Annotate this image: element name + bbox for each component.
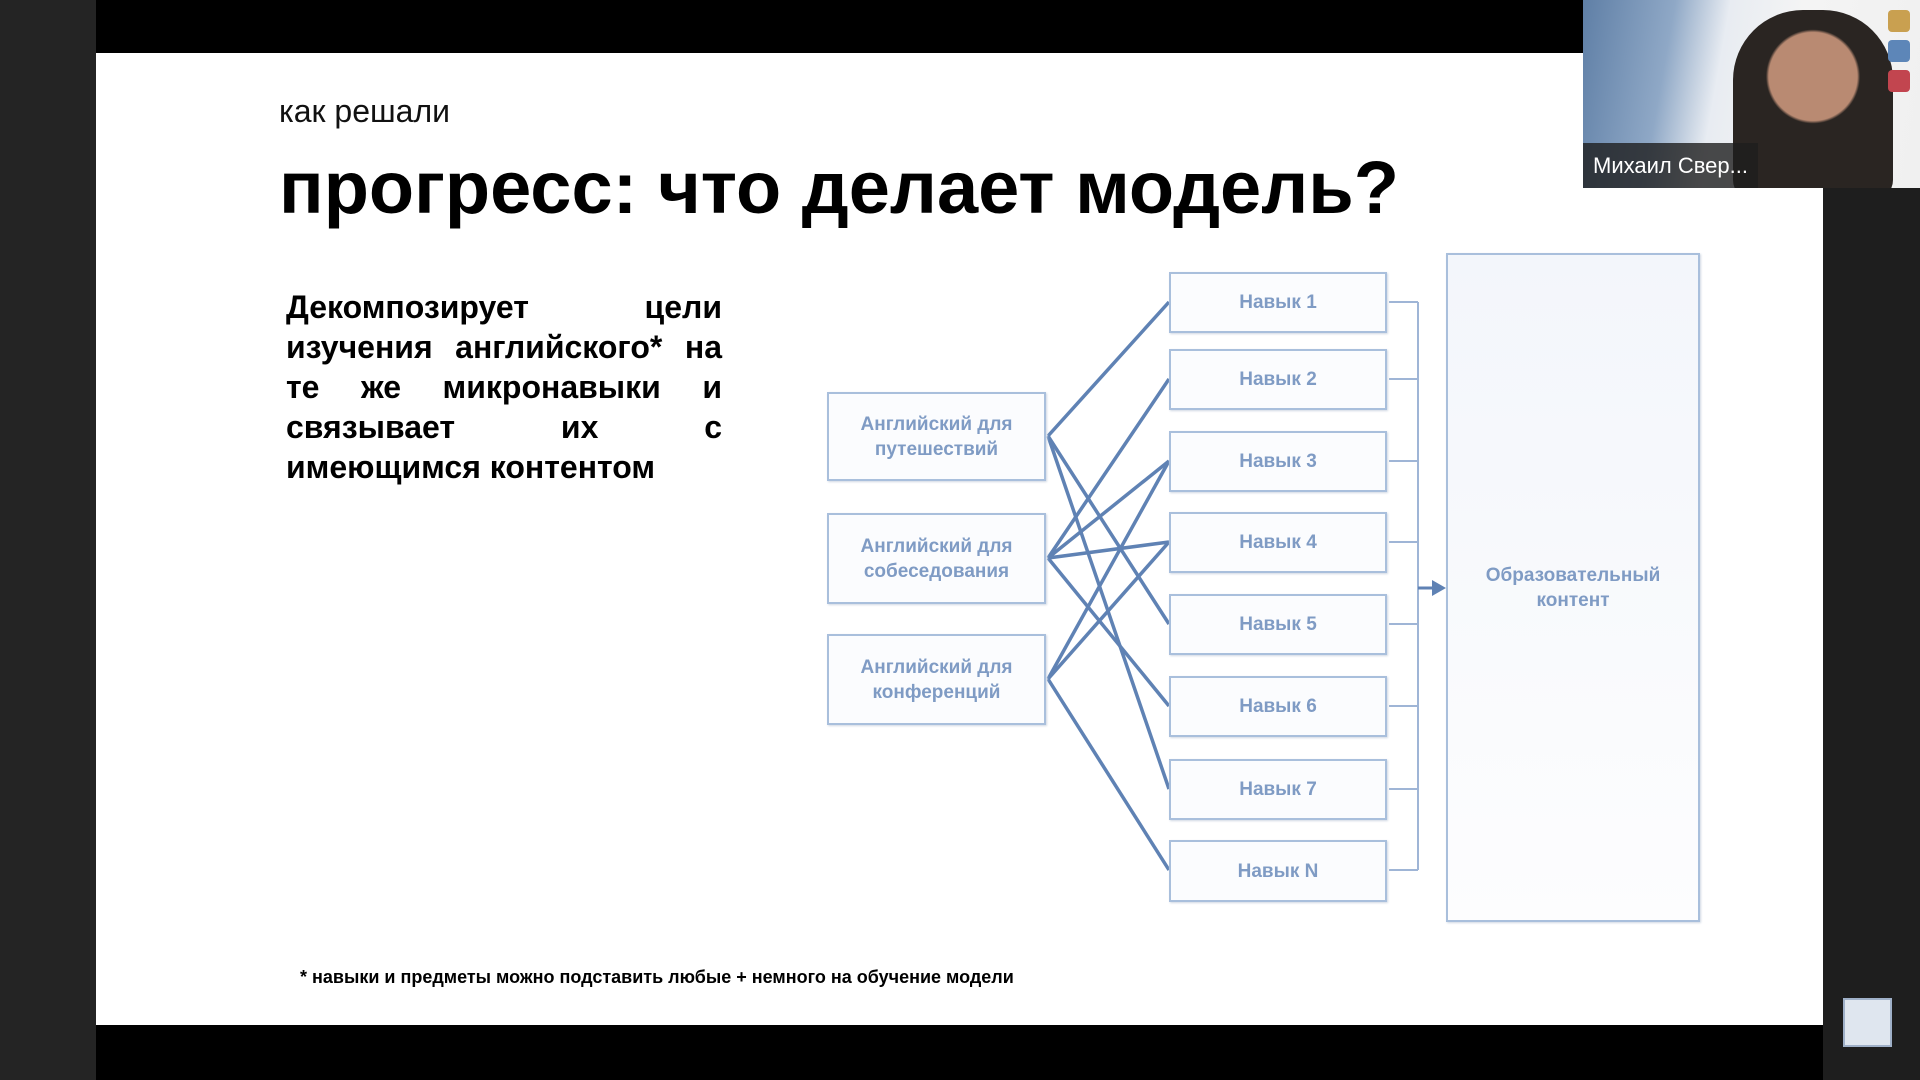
- connection-line: [1046, 435, 1171, 625]
- goal-box-interview: Английский для собеседования: [827, 513, 1046, 604]
- connection-line: [1046, 459, 1171, 560]
- skill-box-4: Навык 4: [1169, 512, 1387, 573]
- connection-line: [1046, 300, 1171, 438]
- skill-box-6: Навык 6: [1169, 676, 1387, 737]
- skill-box-3: Навык 3: [1169, 431, 1387, 492]
- participant-video-tile[interactable]: Михаил Свер...: [1583, 0, 1920, 188]
- connection-line: [1046, 460, 1171, 680]
- skill-box-5: Навык 5: [1169, 594, 1387, 655]
- footnote: * навыки и предметы можно подставить люб…: [300, 967, 1014, 987]
- content-box: Образовательный контент: [1446, 253, 1700, 922]
- participant-video-image: [1733, 10, 1893, 188]
- slide-kicker: как решали: [279, 93, 450, 129]
- goal-box-travel: Английский для путешествий: [827, 392, 1046, 481]
- left-margin: [0, 0, 96, 1080]
- connection-line: [1046, 540, 1171, 681]
- diagram-connections: [1046, 300, 1446, 871]
- connection-line: [1047, 540, 1170, 560]
- arrow-head-icon: [1432, 580, 1446, 596]
- emblem-icon: [1888, 70, 1910, 92]
- connection-line: [1046, 678, 1171, 871]
- goal-box-conference: Английский для конференций: [827, 634, 1046, 725]
- slide-title: прогресс: что делает модель?: [279, 146, 1399, 229]
- skill-box-7: Навык 7: [1169, 759, 1387, 820]
- shared-slide: как решали прогресс: что делает модель? …: [96, 53, 1823, 1025]
- skill-box-1: Навык 1: [1169, 272, 1387, 333]
- connection-line: [1046, 378, 1171, 559]
- academy-logo-icon: [1843, 998, 1892, 1047]
- emblem-icon: [1888, 10, 1910, 32]
- skill-box-2: Навык 2: [1169, 349, 1387, 410]
- participant-name-label: Михаил Свер...: [1583, 143, 1758, 188]
- connection-line: [1046, 556, 1171, 708]
- right-margin: [1823, 188, 1920, 1080]
- skill-box-n: Навык N: [1169, 840, 1387, 902]
- slide-body-text: Декомпозирует цели изучения английского*…: [286, 289, 722, 485]
- emblem-icon: [1888, 40, 1910, 62]
